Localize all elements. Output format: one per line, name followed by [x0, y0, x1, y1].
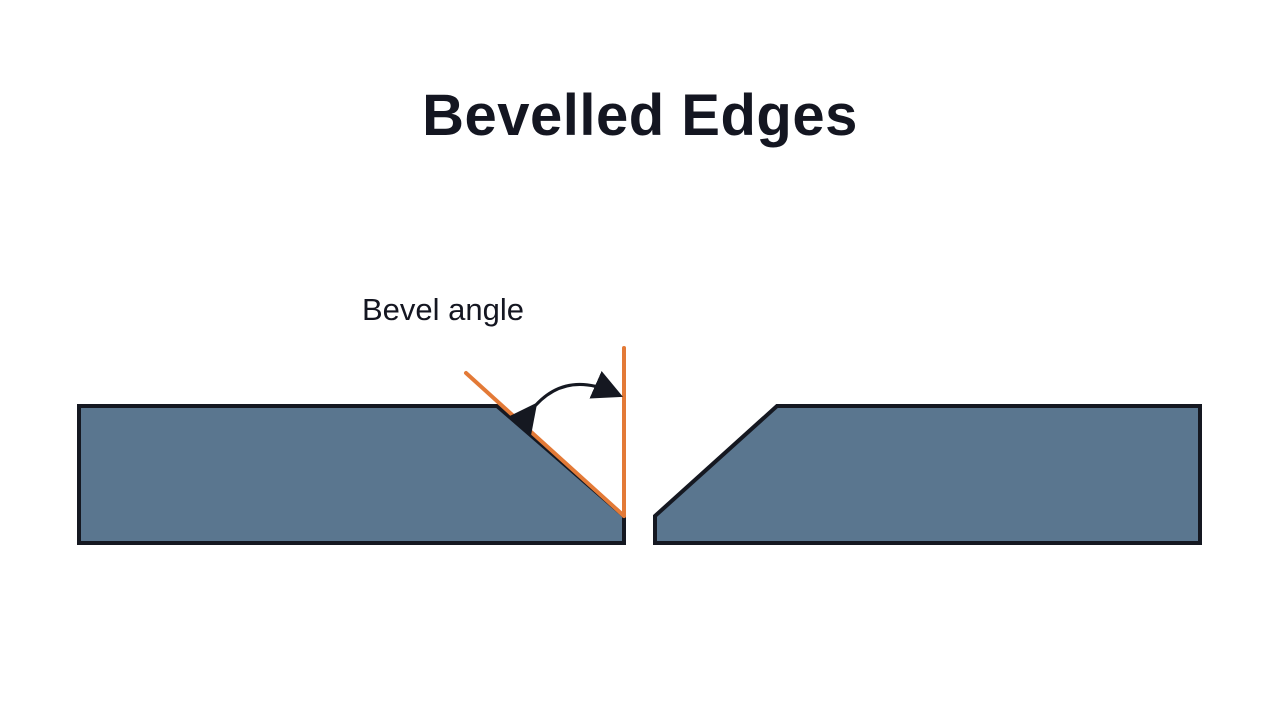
angle-arc-arrow	[507, 371, 623, 436]
bevel-angle-line	[464, 371, 626, 518]
bevel-angle-label: Bevel angle	[362, 292, 524, 327]
right-plate	[653, 404, 1202, 545]
left-plate	[77, 404, 626, 545]
page-title: Bevelled Edges	[422, 83, 858, 148]
